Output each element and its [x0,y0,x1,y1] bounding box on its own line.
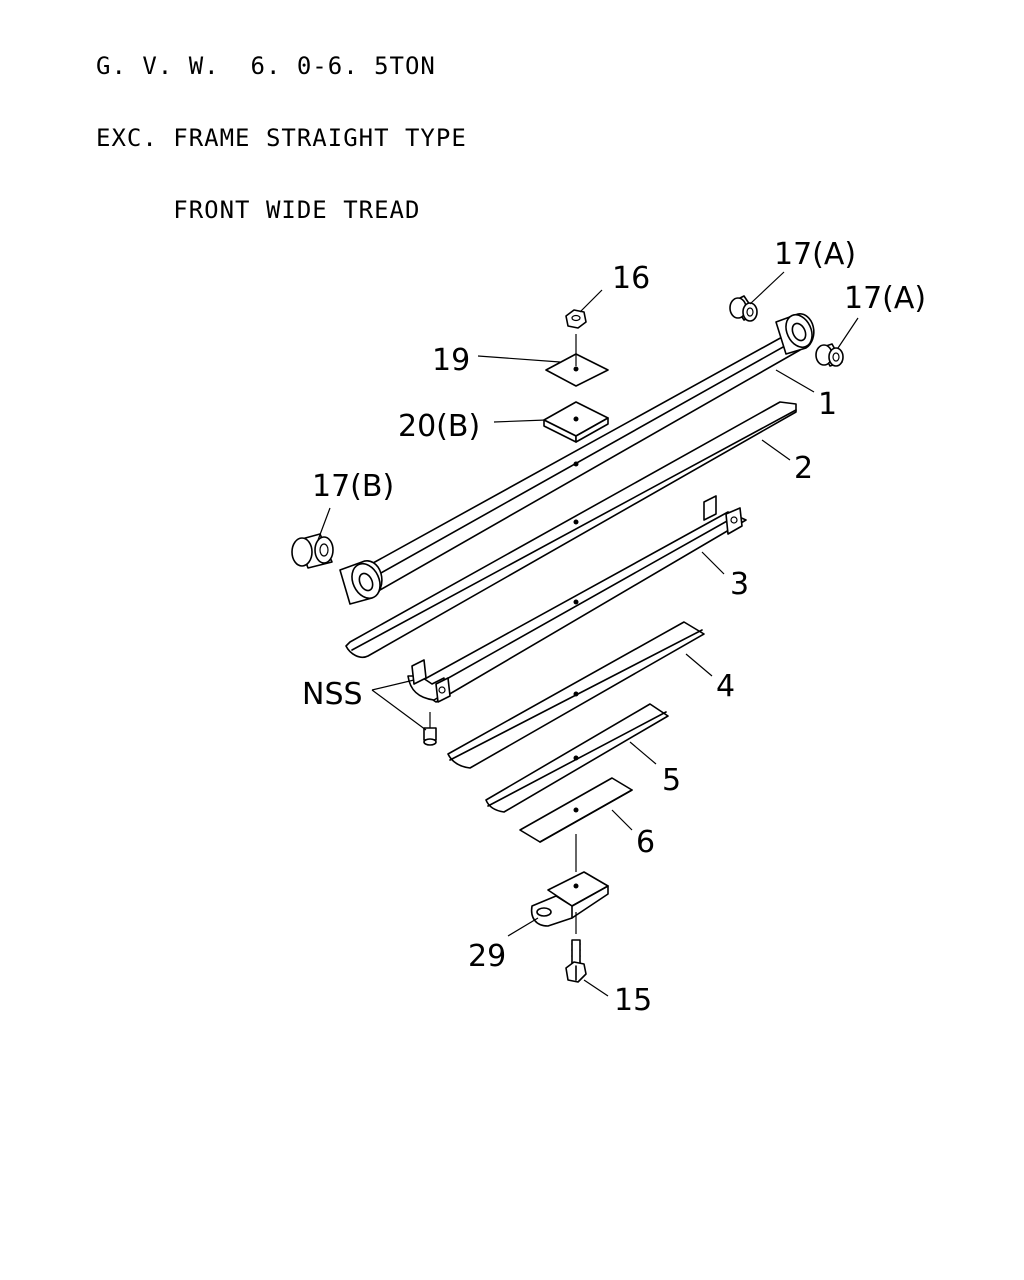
callout-5: 5 [662,763,681,798]
callout-19: 19 [432,343,470,378]
part-15-center-bolt [565,939,587,983]
callout-4: 4 [716,669,735,704]
nss-clip-bolt [423,712,437,746]
header-line-frame-type: EXC. FRAME STRAIGHT TYPE [96,124,467,152]
callout-29: 29 [468,939,506,974]
diagram-header: G. V. W. 6. 0-6. 5TON EXC. FRAME STRAIGH… [96,6,467,246]
part-2-second-leaf [345,401,797,659]
part-5-fifth-leaf [485,703,669,813]
part-17a-bushing-right [815,343,844,367]
callout-20b: 20(B) [398,409,480,444]
callout-17a-top: 17(A) [774,237,856,272]
callout-2: 2 [794,451,813,486]
rebound-clip-front [407,659,451,703]
part-1-rear-eye [775,313,815,355]
callout-15: 15 [614,983,652,1018]
callout-6: 6 [636,825,655,860]
callout-17b: 17(B) [312,469,394,504]
part-1-front-eye [339,560,383,605]
rebound-clip-rear [703,495,743,535]
callout-16: 16 [612,261,650,296]
part-29-spring-seat [530,871,609,927]
part-1-main-leaf [339,313,815,605]
part-4-fourth-leaf [447,621,705,769]
callout-1: 1 [818,387,837,422]
callout-nss: NSS [302,677,363,712]
part-6-sixth-leaf [519,777,633,843]
callout-17a-right: 17(A) [844,281,926,316]
part-20b-spacer [543,401,609,443]
part-17a-bushing-top [729,295,758,322]
part-19-plate [545,334,609,387]
part-16-nut [565,309,587,329]
part-17b-bushing [291,533,334,569]
leader-lines [317,271,859,997]
part-3-third-leaf [407,495,747,703]
header-line-gvw: G. V. W. 6. 0-6. 5TON [96,52,436,80]
header-line-tread: FRONT WIDE TREAD [96,196,421,224]
callout-3: 3 [730,567,749,602]
